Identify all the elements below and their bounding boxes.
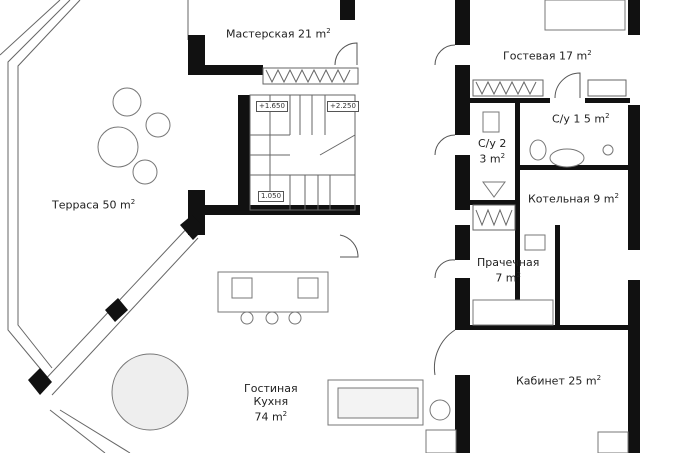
room-label-terrace: Терраса 50 m2 — [52, 198, 136, 212]
room-label-workshop: Мастерская 21 m2 — [226, 27, 331, 41]
doors — [334, 42, 581, 376]
room-label-guest: Гостевая 17 m2 — [503, 49, 592, 63]
furniture — [97, 0, 629, 453]
room-label-office: Кабинет 25 m2 — [516, 374, 602, 388]
room-label-boiler: Котельная 9 m2 — [528, 192, 619, 206]
wardrobes — [262, 67, 627, 231]
room-label-bath1: С/у 1 5 m2 — [552, 112, 610, 126]
level-mark: 1.050 — [258, 191, 285, 202]
level-mark: +2.250 — [327, 101, 359, 112]
level-mark: +1.650 — [256, 101, 288, 112]
staircase — [249, 94, 356, 211]
